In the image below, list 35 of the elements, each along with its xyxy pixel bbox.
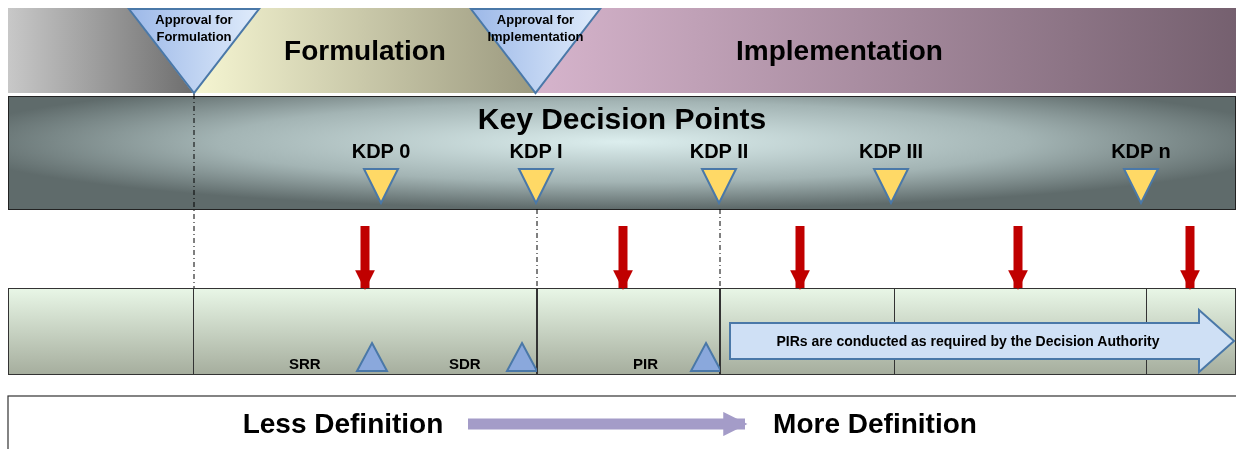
dashed-line (536, 208, 538, 289)
kdp-label: KDP I (508, 139, 564, 163)
arrow (613, 226, 633, 290)
timeline-cell (193, 288, 537, 375)
arrow (790, 226, 810, 290)
milestone-banner (729, 309, 1235, 373)
kdp-label: KDP n (1110, 139, 1172, 163)
review-marker (289, 339, 389, 375)
arrow (1008, 226, 1028, 290)
band-title: Key Decision Points (476, 101, 768, 137)
kdp-label: KDP 0 (350, 139, 412, 163)
arrow-text: PIRs are conducted as required by the Decision Authority (775, 332, 1161, 350)
review-marker (449, 339, 539, 375)
approval-triangle (470, 8, 601, 94)
review-label: SRR (289, 355, 321, 373)
scale-label: More Definition (745, 404, 1005, 444)
timeline-cell (537, 288, 720, 375)
dashed-line (719, 208, 721, 289)
approval-label: Approval for Formulation (154, 11, 234, 45)
arrow (1180, 226, 1200, 290)
review-marker (633, 339, 723, 375)
review-label: SDR (449, 355, 481, 373)
approval-triangle (128, 8, 260, 94)
phase-title: Implementation (603, 8, 1236, 93)
dashed-line (193, 93, 195, 289)
phase-title: Formulation (262, 8, 468, 93)
timeline-cell (8, 288, 194, 375)
approval-label: Approval for Implementation (486, 11, 585, 45)
arrow (468, 411, 748, 437)
kdp-label: KDP II (688, 139, 750, 163)
kdp-label: KDP III (857, 139, 925, 163)
arrow (355, 226, 375, 290)
scale-label: Less Definition (218, 404, 468, 444)
review-label: PIR (633, 355, 658, 373)
timeline-cell (720, 288, 1236, 375)
